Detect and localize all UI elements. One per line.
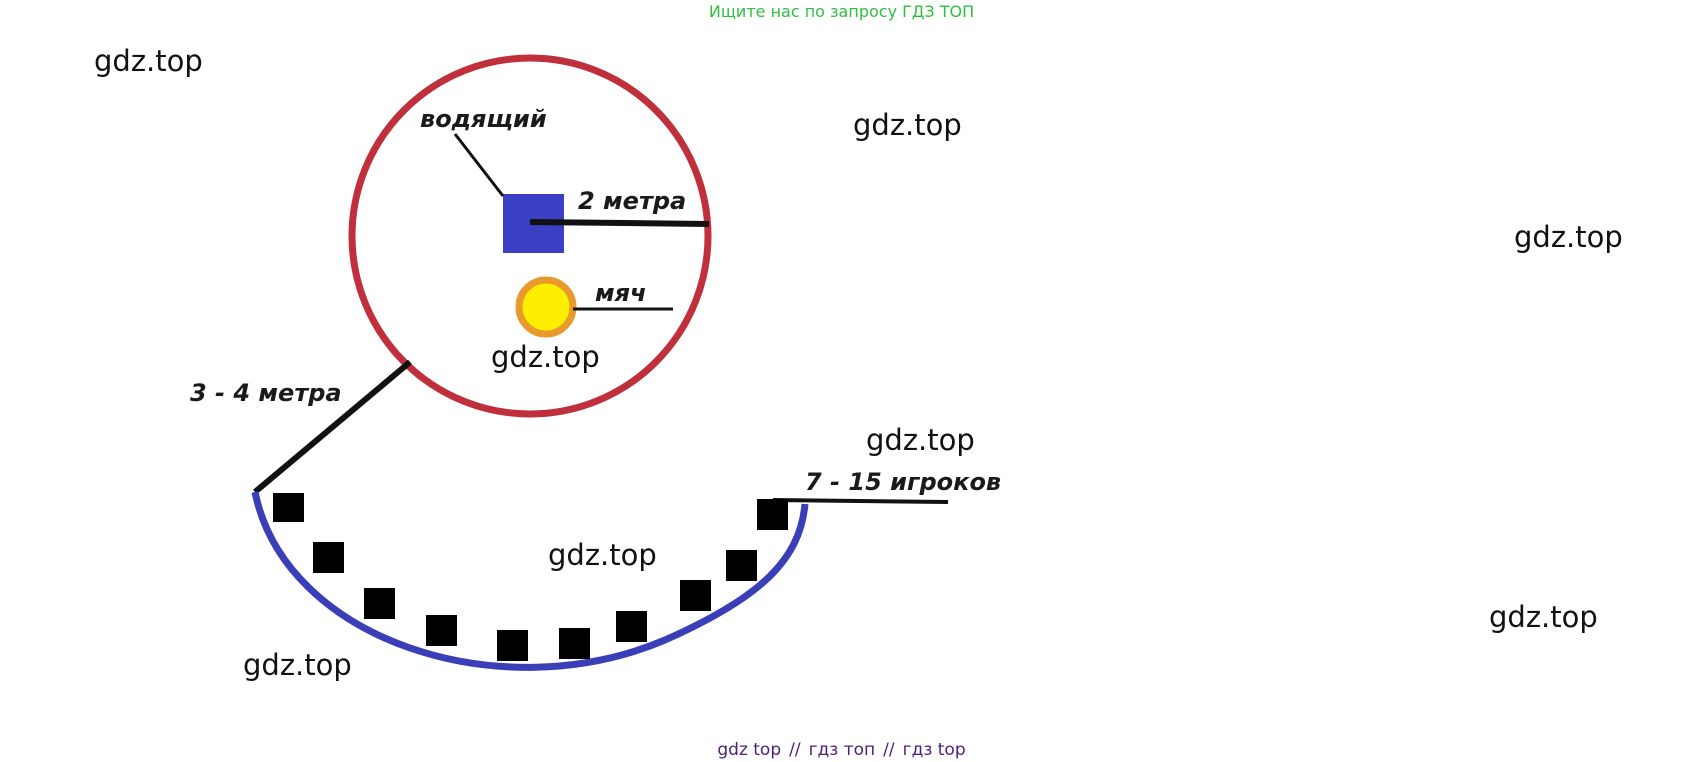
watermark: gdz.top [853,108,962,142]
player-square [364,588,395,619]
player-square [313,542,344,573]
player-square [273,493,304,522]
player-square [497,630,528,661]
footer-links: gdz top // гдз топ // гдз top [0,740,1683,760]
watermark: gdz.top [1514,220,1623,254]
top-banner: Ищите нас по запросу ГДЗ ТОП [708,2,975,21]
inner-distance-line [529,219,710,227]
player-square [757,499,788,530]
footer-link[interactable]: гдз топ [808,740,876,760]
watermark: gdz.top [94,44,203,78]
players-pointer-line [772,498,949,504]
footer-link[interactable]: гдз top [902,740,966,760]
footer-separator: // [789,740,801,760]
watermark: gdz.top [491,340,600,374]
watermark: gdz.top [866,423,975,457]
outer-distance-label: 3 - 4 метра [190,379,342,407]
outer-distance-line [253,359,412,495]
player-square [680,580,711,611]
watermark: gdz.top [1489,600,1598,634]
footer-separator: // [883,740,895,760]
player-square [559,628,590,659]
players-arc [251,491,809,671]
footer-link[interactable]: gdz top [717,740,782,760]
player-square [426,615,457,646]
watermark: gdz.top [548,538,657,572]
leader-pointer-line [453,133,505,197]
leader-label: водящий [420,105,547,133]
play-circle [348,54,712,418]
watermark: gdz.top [243,648,352,682]
inner-distance-label: 2 метра [578,187,686,215]
ball [515,276,577,338]
player-square [726,550,757,581]
players-label: 7 - 15 игроков [805,468,1001,496]
ball-label: мяч [595,279,647,307]
player-square [616,611,647,642]
